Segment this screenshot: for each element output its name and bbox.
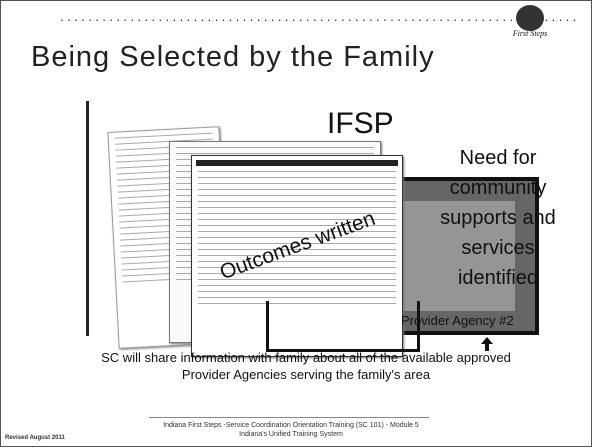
bracket-connector: [266, 301, 420, 352]
footer-line-2: Indiana's Unified Training System: [239, 431, 343, 438]
vertical-divider: [86, 101, 89, 336]
footer-rule: [149, 417, 429, 418]
footer: Indiana First Steps -Service Coordinatio…: [141, 421, 441, 439]
revised-date: Revised August 2011: [5, 435, 65, 441]
logo-caption: First Steps: [512, 29, 548, 38]
provider-agency-label: Provider Agency #2: [401, 313, 514, 328]
first-steps-logo: First Steps: [509, 5, 551, 41]
info-text: SC will share information with family ab…: [101, 350, 511, 382]
ifsp-label: IFSP: [327, 107, 394, 140]
need-text: Need for community supports and services…: [440, 147, 556, 289]
slide-title: Being Selected by the Family: [31, 41, 435, 73]
first-steps-logo-icon: [516, 5, 544, 31]
footer-line-1: Indiana First Steps -Service Coordinatio…: [163, 422, 419, 429]
dotted-rule: ........................................…: [59, 13, 579, 23]
ifsp-outcomes-form: [191, 155, 403, 357]
up-arrow-icon: [481, 337, 493, 351]
